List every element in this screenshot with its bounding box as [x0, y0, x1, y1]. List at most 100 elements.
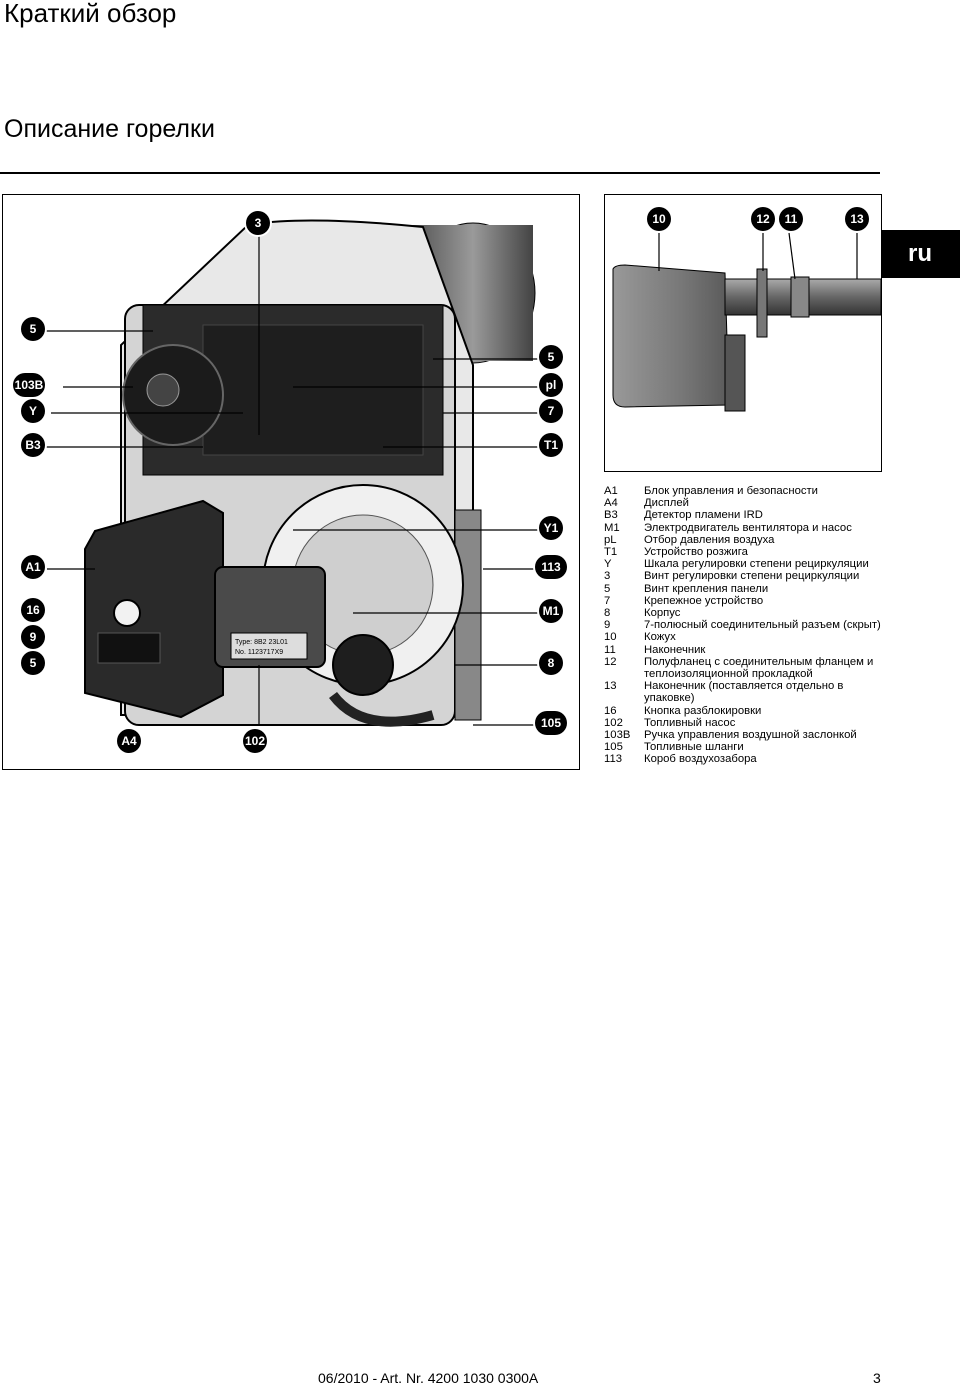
legend-code: 9 [604, 619, 611, 632]
burner-front-illustration: Type: 8B2 23L01 No. 1123717X9 3 5 103B Y… [2, 194, 580, 770]
legend-text: Детектор пламени IRD [644, 509, 763, 522]
legend-text: Топливный насос [644, 716, 736, 729]
legend-text: Устройство розжига [644, 546, 748, 559]
legend-code: 103B [604, 729, 631, 742]
legend-code: 5 [604, 582, 611, 595]
legend-code: 3 [604, 570, 611, 583]
callout-t1: T1 [539, 433, 563, 457]
legend-code: Y [604, 558, 612, 571]
callout-103b: 103B [13, 373, 45, 397]
legend-row: 10 Кожух [604, 631, 894, 643]
legend-code: A1 [604, 485, 618, 497]
legend-code: pL [604, 533, 617, 546]
cover-10 [612, 264, 730, 408]
divider [0, 172, 880, 174]
callout-5-left: 5 [21, 651, 45, 675]
legend-row: A1 Блок управления и безопасности [604, 485, 894, 497]
legend-row: 12 Полуфланец с соединительным фланцем и … [604, 656, 894, 680]
legend-text: Крепежное устройство [644, 594, 764, 607]
legend-text: Наконечник (поставляется отдельно в упак… [644, 680, 844, 705]
legend-code: 105 [604, 741, 623, 754]
fuel-hoses [329, 691, 435, 727]
pump-plate [230, 632, 308, 660]
flange-12 [756, 268, 768, 338]
legend-row: 8 Корпус [604, 607, 894, 619]
legend-text: Блок управления и безопасности [644, 485, 818, 497]
page-title: Краткий обзор [4, 0, 177, 28]
legend-row: M1 Электродвигатель вентилятора и насос [604, 522, 894, 534]
pump-plate-line-1: Type: 8B2 23L01 [235, 639, 288, 646]
section-title: Описание горелки [4, 115, 215, 143]
legend-code: 7 [604, 594, 611, 607]
legend-row: T1 Устройство розжига [604, 546, 894, 558]
legend-text: Кожух [644, 631, 676, 644]
legend-text: Топливные шланги [644, 741, 744, 754]
legend-code: 113 [604, 753, 623, 766]
callout-5-right: 5 [539, 345, 563, 369]
callout-9: 9 [21, 625, 45, 649]
legend-code: 13 [604, 680, 617, 693]
legend-row: 16 Кнопка разблокировки [604, 705, 894, 717]
callout-105: 105 [535, 711, 567, 735]
callout-b3: B3 [21, 433, 45, 457]
legend-code: 16 [604, 704, 617, 717]
control-box [84, 499, 224, 719]
legend-text: Кнопка разблокировки [644, 704, 762, 717]
callout-a1: A1 [21, 555, 45, 579]
legend-text: Винт регулировки степени рециркуляции [644, 570, 860, 583]
legend-row: 102 Топливный насос [604, 717, 894, 729]
legend-text: Электродвигатель вентилятора и насос [644, 521, 852, 534]
motor [332, 634, 394, 696]
callout-a4: A4 [117, 729, 141, 753]
reset-button [113, 599, 141, 627]
callout-y: Y [21, 399, 45, 423]
legend-row: 5 Винт крепления панели [604, 583, 894, 595]
legend-row: 13 Наконечник (поставляется отдельно в уп… [604, 680, 894, 704]
legend-row: Y Шкала регулировки степени рециркуляции [604, 558, 894, 570]
callout-5-top: 5 [21, 317, 45, 341]
legend-row: A4 Дисплей [604, 497, 894, 509]
legend-text: Ручка управления воздушной заслонкой [644, 729, 857, 742]
legend-text: Короб воздухозабора [644, 753, 757, 766]
legend-code: M1 [604, 521, 620, 534]
callout-pl: pl [539, 373, 563, 397]
callout-3: 3 [246, 211, 270, 235]
callout-113: 113 [535, 555, 567, 579]
page-number: 3 [873, 1370, 881, 1386]
pump-plate-line-2: No. 1123717X9 [235, 649, 283, 656]
legend-row: 11 Наконечник [604, 644, 894, 656]
language-tab: ru [880, 230, 960, 278]
legend-text: Корпус [644, 607, 681, 620]
legend-code: 102 [604, 716, 623, 729]
callout-13: 13 [845, 207, 869, 231]
legend-text: Отбор давления воздуха [644, 533, 775, 546]
legend-code: A4 [604, 497, 618, 510]
burner-side-illustration: 10 12 11 13 [604, 194, 882, 472]
callout-8: 8 [539, 651, 563, 675]
legend-row: 103B Ручка управления воздушной заслонкой [604, 729, 894, 741]
legend-code: B3 [604, 509, 618, 522]
legend-text: Винт крепления панели [644, 582, 769, 595]
legend-code: 12 [604, 655, 617, 668]
callout-10: 10 [647, 207, 671, 231]
legend-row: 3 Винт регулировки степени рециркуляции [604, 570, 894, 582]
legend-code: 11 [604, 643, 616, 656]
legend-text: Наконечник [644, 643, 706, 656]
legend-text: Дисплей [644, 497, 689, 510]
callout-12: 12 [751, 207, 775, 231]
legend-code: T1 [604, 546, 618, 559]
legend-row: 105 Топливные шланги [604, 741, 894, 753]
callout-y1: Y1 [539, 516, 563, 540]
legend-text: Полуфланец с соединительным фланцем и те… [644, 655, 874, 681]
display-window [97, 632, 161, 664]
legend-text: Шкала регулировки степени рециркуляции [644, 558, 869, 571]
callout-11: 11 [779, 207, 803, 231]
legend-text: 7-полюсный соединительный разъем (скрыт) [644, 619, 881, 632]
legend-code: 10 [604, 631, 617, 644]
callout-7: 7 [539, 399, 563, 423]
callout-102: 102 [243, 729, 267, 753]
legend-row: B3 Детектор пламени IRD [604, 509, 894, 521]
legend-row: 113 Короб воздухозабора [604, 753, 894, 765]
legend-code: 8 [604, 607, 611, 620]
